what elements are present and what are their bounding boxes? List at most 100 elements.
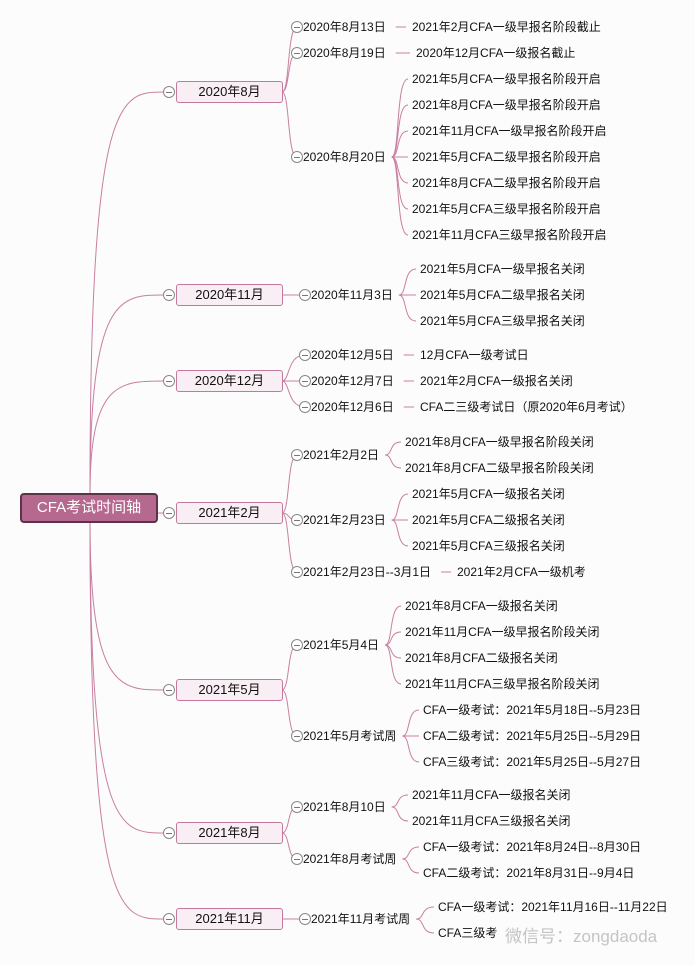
event-leaf[interactable]: 2021年8月CFA一级早报名阶段关闭 [405, 435, 594, 449]
date-node[interactable]: 2021年2月23日--3月1日 [303, 565, 432, 579]
collapse-toggle-icon[interactable] [291, 151, 303, 163]
connector-line [281, 689, 298, 737]
event-leaf[interactable]: 2021年11月CFA三级报名关闭 [412, 814, 571, 828]
date-node[interactable]: 2021年5月4日 [303, 638, 380, 652]
collapse-toggle-icon[interactable] [291, 449, 303, 461]
event-leaf[interactable]: CFA二级考试：2021年5月25日--5月29日 [423, 729, 642, 743]
branch-node[interactable]: 2021年2月 [176, 502, 283, 524]
event-leaf[interactable]: 2021年11月CFA三级早报名阶段关闭 [405, 677, 600, 691]
connector-line [384, 605, 402, 646]
connector-line [384, 631, 402, 646]
connector-line [391, 130, 409, 158]
event-leaf[interactable]: CFA二级考试：2021年8月31日--9月4日 [423, 866, 635, 880]
connector-line [281, 644, 298, 691]
event-leaf[interactable]: 2021年8月CFA一级报名关闭 [405, 599, 558, 613]
collapse-toggle-icon[interactable] [291, 801, 303, 813]
event-leaf[interactable]: 2021年5月CFA二级早报名阶段开启 [412, 150, 601, 164]
event-leaf[interactable]: 2021年8月CFA二级早报名阶段开启 [412, 176, 601, 190]
event-leaf[interactable]: CFA三级考 [438, 926, 498, 940]
collapse-toggle-icon[interactable] [291, 514, 303, 526]
branch-node[interactable]: 2020年8月 [176, 81, 283, 103]
connector-line [391, 794, 409, 808]
event-leaf[interactable]: 2021年5月CFA一级早报名关闭 [420, 262, 585, 276]
connector-line [281, 91, 298, 158]
event-leaf[interactable]: CFA一级考试：2021年5月18日--5月23日 [423, 703, 642, 717]
date-node[interactable]: 2021年8月10日 [303, 800, 386, 814]
collapse-toggle-icon[interactable] [163, 827, 175, 839]
date-node[interactable]: 2021年5月考试周 [303, 729, 397, 743]
connector-line [398, 294, 417, 322]
branch-node[interactable]: 2020年11月 [176, 284, 283, 306]
event-leaf[interactable]: 2021年5月CFA二级报名关闭 [412, 513, 565, 527]
connector-line [89, 519, 165, 834]
event-leaf[interactable]: CFA三级考试：2021年5月25日--5月27日 [423, 755, 642, 769]
collapse-toggle-icon[interactable] [299, 401, 311, 413]
event-leaf[interactable]: 2021年5月CFA一级报名关闭 [412, 487, 565, 501]
event-leaf[interactable]: 2021年5月CFA三级报名关闭 [412, 539, 565, 553]
date-node[interactable]: 2020年8月20日 [303, 150, 386, 164]
branch-node[interactable]: 2021年5月 [176, 679, 283, 701]
connector-line [384, 644, 402, 685]
event-leaf[interactable]: CFA一级考试：2021年11月16日--11月22日 [438, 900, 668, 914]
collapse-toggle-icon[interactable] [163, 507, 175, 519]
date-node[interactable]: 2021年2月2日 [303, 448, 380, 462]
collapse-toggle-icon[interactable] [163, 684, 175, 696]
date-node[interactable]: 2021年8月考试周 [303, 852, 397, 866]
event-leaf[interactable]: CFA二三级考试日（原2020年6月考试） [420, 400, 633, 414]
connector-line [391, 493, 409, 521]
date-node[interactable]: 2021年2月23日 [303, 513, 386, 527]
branch-node[interactable]: 2021年8月 [176, 822, 283, 844]
date-node[interactable]: 2020年12月6日 [311, 400, 394, 414]
collapse-toggle-icon[interactable] [291, 21, 303, 33]
collapse-toggle-icon[interactable] [291, 853, 303, 865]
connector-line [391, 519, 409, 547]
event-leaf[interactable]: 2021年5月CFA一级早报名阶段开启 [412, 72, 601, 86]
event-leaf[interactable]: 2021年5月CFA二级早报名关闭 [420, 288, 585, 302]
event-leaf[interactable]: 2021年11月CFA一级早报名阶段开启 [412, 124, 607, 138]
event-leaf[interactable]: 2020年12月CFA一级报名截止 [416, 46, 576, 60]
collapse-toggle-icon[interactable] [291, 566, 303, 578]
collapse-toggle-icon[interactable] [163, 375, 175, 387]
collapse-toggle-icon[interactable] [291, 730, 303, 742]
event-leaf[interactable]: CFA一级考试：2021年8月24日--8月30日 [423, 840, 642, 854]
date-node[interactable]: 2020年8月19日 [303, 46, 386, 60]
event-leaf[interactable]: 2021年11月CFA一级报名关闭 [412, 788, 571, 802]
event-leaf[interactable]: 2021年2月CFA一级机考 [457, 565, 586, 579]
date-node[interactable]: 2020年8月13日 [303, 20, 386, 34]
event-leaf[interactable]: 2021年5月CFA三级早报名关闭 [420, 314, 585, 328]
event-leaf[interactable]: 2021年5月CFA三级早报名阶段开启 [412, 202, 601, 216]
event-leaf[interactable]: 12月CFA一级考试日 [420, 348, 529, 362]
event-leaf[interactable]: 2021年8月CFA二级早报名阶段关闭 [405, 461, 594, 475]
connector-line [89, 294, 165, 495]
date-node[interactable]: 2021年11月考试周 [311, 912, 411, 926]
collapse-toggle-icon[interactable] [163, 913, 175, 925]
collapse-toggle-icon[interactable] [291, 639, 303, 651]
collapse-toggle-icon[interactable] [291, 47, 303, 59]
event-leaf[interactable]: 2021年2月CFA一级报名关闭 [420, 374, 573, 388]
event-leaf[interactable]: 2021年8月CFA二级报名关闭 [405, 651, 558, 665]
collapse-toggle-icon[interactable] [299, 349, 311, 361]
date-node[interactable]: 2020年12月7日 [311, 374, 394, 388]
date-node[interactable]: 2020年11月3日 [311, 288, 393, 302]
branch-node[interactable]: 2021年11月 [176, 908, 283, 930]
connector-line [89, 91, 165, 495]
collapse-toggle-icon[interactable] [163, 86, 175, 98]
event-leaf[interactable]: 2021年8月CFA一级早报名阶段开启 [412, 98, 601, 112]
root-node[interactable]: CFA考试时间轴 [20, 493, 158, 523]
collapse-toggle-icon[interactable] [299, 375, 311, 387]
event-leaf[interactable]: 2021年11月CFA三级早报名阶段开启 [412, 228, 607, 242]
date-node[interactable]: 2020年12月5日 [311, 348, 394, 362]
connector-line [281, 26, 298, 93]
connector-line [384, 454, 402, 469]
event-leaf[interactable]: 2021年11月CFA一级早报名阶段关闭 [405, 625, 600, 639]
connector-line [89, 519, 165, 691]
collapse-toggle-icon[interactable] [299, 913, 311, 925]
connector-line [281, 454, 298, 514]
collapse-toggle-icon[interactable] [163, 289, 175, 301]
branch-node[interactable]: 2020年12月 [176, 370, 283, 392]
event-leaf[interactable]: 2021年2月CFA一级早报名阶段截止 [412, 20, 601, 34]
collapse-toggle-icon[interactable] [299, 289, 311, 301]
connector-line [391, 156, 409, 236]
